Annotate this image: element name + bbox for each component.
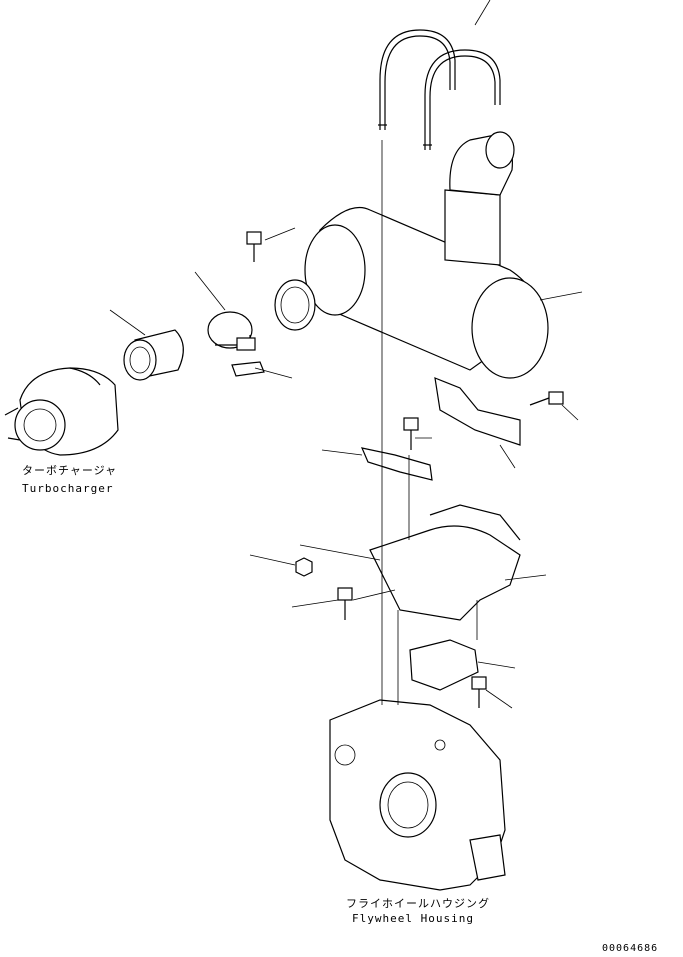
leader-lines [109, 0, 583, 709]
muffler [274, 131, 549, 379]
bolt-center [403, 417, 419, 450]
adapter-pipe [123, 329, 184, 381]
guide-lines [299, 140, 478, 705]
nut [295, 557, 313, 577]
bracket-small [231, 361, 265, 377]
turbocharger-label-en: Turbocharger [22, 482, 114, 495]
pipe-clamp [207, 311, 256, 351]
flywheel-housing [329, 699, 506, 891]
flywheel-housing-label-jp: フライホイールハウジング [346, 897, 490, 910]
bolt-right [529, 391, 564, 406]
flywheel-housing-label-en: Flywheel Housing [352, 912, 474, 925]
turbocharger-assembly [4, 367, 119, 456]
stay-bracket [409, 639, 479, 691]
bolt-top [246, 231, 262, 262]
bolt-left [337, 587, 353, 620]
bolt-lower [471, 676, 487, 708]
muffler-support-bracket [369, 504, 521, 621]
drawing-number: 00064686 [602, 943, 659, 954]
turbocharger-label-jp: ターボチャージャ [22, 464, 118, 477]
exhaust-tail-pipes [378, 29, 501, 150]
bracket-strap [360, 447, 433, 481]
heat-shield-plate [434, 377, 521, 446]
